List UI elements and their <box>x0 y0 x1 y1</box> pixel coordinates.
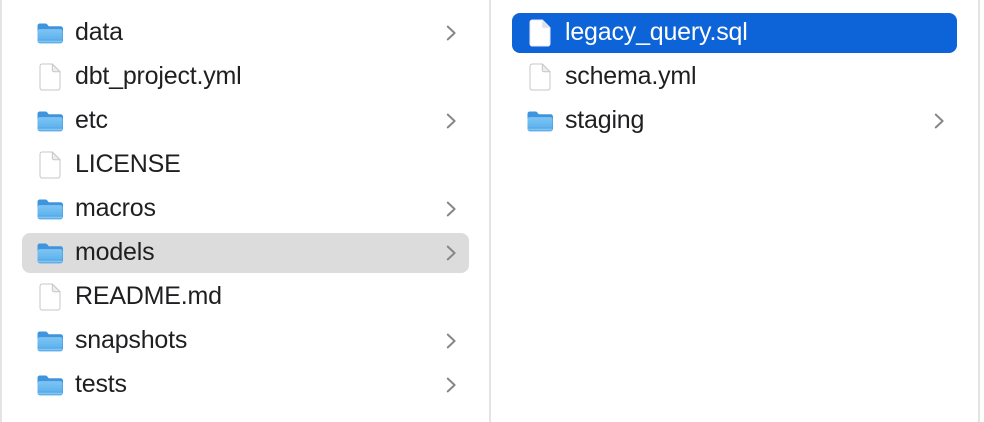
item-label: snapshots <box>75 325 188 354</box>
item-label: README.md <box>75 281 222 310</box>
folder-icon <box>527 107 553 135</box>
file-row-schema.yml[interactable]: schema.yml <box>512 57 957 97</box>
item-label: LICENSE <box>75 149 181 178</box>
folder-row-models[interactable]: models <box>22 233 469 273</box>
item-label: macros <box>75 193 156 222</box>
item-label: legacy_query.sql <box>565 17 748 46</box>
chevron-right-icon <box>445 24 457 42</box>
chevron-right-icon <box>445 332 457 350</box>
chevron-right-icon <box>445 376 457 394</box>
folder-icon <box>37 107 63 135</box>
item-label: data <box>75 17 123 46</box>
folder-row-macros[interactable]: macros <box>22 189 469 229</box>
item-label: models <box>75 237 155 266</box>
item-label: staging <box>565 105 645 134</box>
document-icon <box>37 63 63 91</box>
file-row-README.md[interactable]: README.md <box>22 277 469 317</box>
item-label: schema.yml <box>565 61 697 90</box>
document-icon <box>527 19 553 47</box>
file-row-dbt_project.yml[interactable]: dbt_project.yml <box>22 57 469 97</box>
document-icon <box>37 151 63 179</box>
folder-icon <box>37 327 63 355</box>
document-icon <box>37 283 63 311</box>
folder-icon <box>37 371 63 399</box>
chevron-right-icon <box>933 112 945 130</box>
item-label: dbt_project.yml <box>75 61 242 90</box>
folder-row-tests[interactable]: tests <box>22 365 469 405</box>
item-label: etc <box>75 105 108 134</box>
folder-icon <box>37 195 63 223</box>
item-label: tests <box>75 369 127 398</box>
folder-row-data[interactable]: data <box>22 13 469 53</box>
document-icon <box>527 63 553 91</box>
folder-row-snapshots[interactable]: snapshots <box>22 321 469 361</box>
file-column-child: legacy_query.sql schema.yml staging <box>491 0 980 422</box>
folder-icon <box>37 19 63 47</box>
folder-row-etc[interactable]: etc <box>22 101 469 141</box>
chevron-right-icon <box>445 200 457 218</box>
chevron-right-icon <box>445 112 457 130</box>
file-row-LICENSE[interactable]: LICENSE <box>22 145 469 185</box>
file-column-parent: data dbt_project.yml etc LICENSE <box>0 0 491 422</box>
folder-icon <box>37 239 63 267</box>
chevron-right-icon <box>445 244 457 262</box>
folder-row-staging[interactable]: staging <box>512 101 957 141</box>
file-row-legacy_query.sql[interactable]: legacy_query.sql <box>512 13 957 53</box>
